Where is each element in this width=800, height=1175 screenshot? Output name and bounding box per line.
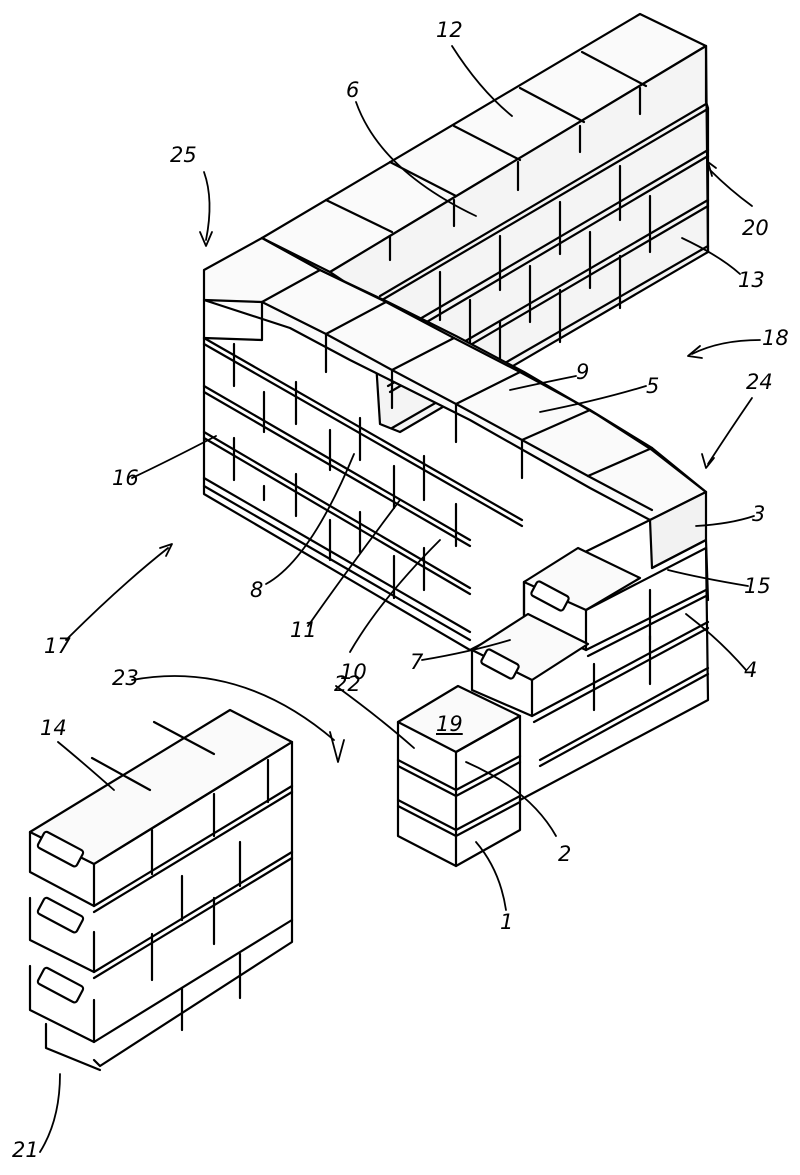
ref-numeral-7: 7 xyxy=(410,650,424,674)
ref-numeral-20: 20 xyxy=(742,216,769,240)
leader-lines xyxy=(39,45,761,1153)
front-pier xyxy=(396,684,522,868)
ref-numeral-24: 24 xyxy=(746,370,773,394)
ref-numeral-25: 25 xyxy=(170,143,197,167)
ref-numeral-1: 1 xyxy=(500,910,514,934)
ref-numeral-14: 14 xyxy=(40,716,67,740)
ref-numeral-12: 12 xyxy=(436,18,463,42)
ref-numeral-13: 13 xyxy=(738,268,765,292)
main-wall xyxy=(202,236,710,652)
ref-numeral-23: 23 xyxy=(112,666,139,690)
ref-numeral-9: 9 xyxy=(576,360,590,384)
ref-numeral-18: 18 xyxy=(762,326,789,350)
ref-numeral-17: 17 xyxy=(44,634,71,658)
ref-numeral-15: 15 xyxy=(744,574,771,598)
line-art xyxy=(28,12,761,1153)
ref-numeral-4: 4 xyxy=(744,658,758,682)
ref-numeral-22: 22 xyxy=(334,672,361,696)
ref-numeral-10: 10 xyxy=(340,660,367,684)
ref-numeral-21: 21 xyxy=(12,1138,39,1162)
ref-numeral-19: 19 xyxy=(436,712,463,736)
ref-numeral-5: 5 xyxy=(646,374,660,398)
detached-panel xyxy=(28,708,294,1072)
ref-numeral-8: 8 xyxy=(250,578,264,602)
ref-numeral-11: 11 xyxy=(290,618,317,642)
ref-numeral-2: 2 xyxy=(558,842,572,866)
return-step xyxy=(470,546,710,802)
ref-numeral-3: 3 xyxy=(752,502,766,526)
ref-numeral-16: 16 xyxy=(112,466,139,490)
ref-numeral-6: 6 xyxy=(346,78,360,102)
